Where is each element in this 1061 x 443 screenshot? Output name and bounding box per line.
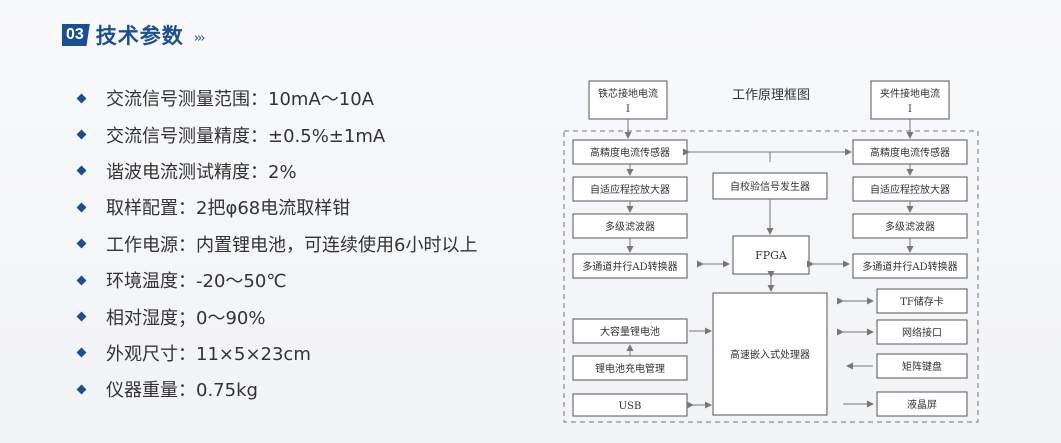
spec-list: 交流信号测量范围：10mA～10A 交流信号测量精度：±0.5%±1mA 谐波电… bbox=[74, 80, 477, 408]
spec-item: 交流信号测量范围：10mA～10A bbox=[74, 80, 477, 116]
svg-text:高速嵌入式处理器: 高速嵌入式处理器 bbox=[730, 348, 810, 361]
diagram-title: 工作原理框图 bbox=[732, 88, 810, 103]
left-sensor-box: 高精度电流传感器 bbox=[572, 139, 688, 165]
keypad-box: 矩阵键盘 bbox=[876, 353, 968, 379]
self-test-generator-box: 自校验信号发生器 bbox=[712, 172, 828, 200]
lcd-box: 液晶屏 bbox=[876, 391, 968, 417]
diamond-bullet-icon bbox=[76, 93, 87, 104]
svg-text:大容量锂电池: 大容量锂电池 bbox=[600, 325, 660, 338]
diamond-bullet-icon bbox=[76, 275, 87, 286]
svg-text:夹件接地电流: 夹件接地电流 bbox=[880, 87, 940, 100]
right-filter-box: 多级滤波器 bbox=[852, 213, 968, 239]
block-diagram: 工作原理框图 铁芯接地电流 I 夹件接地电流 I 高精度电流传感器 自适应程控放… bbox=[556, 78, 986, 432]
system-boundary bbox=[563, 130, 979, 423]
svg-text:FPGA: FPGA bbox=[755, 249, 788, 262]
svg-text:高精度电流传感器: 高精度电流传感器 bbox=[870, 146, 950, 159]
diamond-bullet-icon bbox=[76, 311, 87, 322]
svg-text:多级滤波器: 多级滤波器 bbox=[605, 220, 655, 233]
svg-text:TF储存卡: TF储存卡 bbox=[900, 295, 944, 308]
chevrons-icon: ››› bbox=[193, 30, 206, 46]
svg-text:多级滤波器: 多级滤波器 bbox=[885, 220, 935, 233]
svg-text:高精度电流传感器: 高精度电流传感器 bbox=[590, 146, 670, 159]
svg-text:自适应程控放大器: 自适应程控放大器 bbox=[590, 183, 670, 196]
spec-item: 仪器重量：0.75kg bbox=[74, 371, 477, 407]
charge-management-box: 锂电池充电管理 bbox=[572, 355, 688, 381]
svg-text:USB: USB bbox=[619, 401, 642, 412]
fpga-box: FPGA bbox=[732, 235, 810, 275]
spec-item: 环境温度：-20～50℃ bbox=[74, 262, 477, 298]
right-sensor-box: 高精度电流传感器 bbox=[852, 139, 968, 165]
section-header: 03 技术参数 ››› bbox=[62, 20, 206, 50]
diamond-bullet-icon bbox=[76, 166, 87, 176]
svg-text:多通道并行AD转换器: 多通道并行AD转换器 bbox=[582, 260, 677, 273]
svg-text:I: I bbox=[626, 104, 630, 115]
section-number-badge: 03 bbox=[62, 24, 90, 46]
svg-text:网络接口: 网络接口 bbox=[902, 326, 942, 339]
right-amplifier-box: 自适应程控放大器 bbox=[852, 176, 968, 202]
block-diagram-svg: 工作原理框图 铁芯接地电流 I 夹件接地电流 I 高精度电流传感器 自适应程控放… bbox=[563, 80, 979, 423]
left-amplifier-box: 自适应程控放大器 bbox=[572, 176, 688, 202]
spec-text: 仪器重量：0.75kg bbox=[106, 380, 258, 402]
spec-item: 外观尺寸：11×5×23cm bbox=[74, 335, 477, 371]
clamp-ground-current-box: 夹件接地电流 I bbox=[870, 80, 950, 120]
spec-item: 工作电源：内置锂电池，可连续使用6小时以上 bbox=[74, 226, 477, 262]
diamond-bullet-icon bbox=[76, 347, 87, 358]
spec-text: 外观尺寸：11×5×23cm bbox=[106, 343, 311, 365]
spec-item: 交流信号测量精度：±0.5%±1mA bbox=[74, 116, 477, 152]
svg-text:自校验信号发生器: 自校验信号发生器 bbox=[730, 180, 810, 193]
spec-text: 取样配置：2把φ68电流取样钳 bbox=[106, 198, 351, 220]
diamond-bullet-icon bbox=[76, 129, 87, 140]
left-adc-box: 多通道并行AD转换器 bbox=[572, 253, 688, 279]
section-title: 技术参数 bbox=[95, 24, 184, 48]
spec-text: 谐波电流测试精度：2% bbox=[106, 161, 297, 183]
spec-text: 交流信号测量精度：±0.5%±1mA bbox=[106, 125, 386, 147]
svg-text:自适应程控放大器: 自适应程控放大器 bbox=[870, 183, 950, 196]
svg-text:矩阵键盘: 矩阵键盘 bbox=[902, 360, 942, 373]
usb-box: USB bbox=[572, 393, 688, 417]
battery-box: 大容量锂电池 bbox=[572, 318, 688, 344]
left-filter-box: 多级滤波器 bbox=[572, 213, 688, 239]
tf-card-box: TF储存卡 bbox=[876, 288, 968, 314]
svg-text:铁芯接地电流: 铁芯接地电流 bbox=[598, 87, 658, 100]
spec-text: 相对湿度；0～90% bbox=[106, 307, 266, 329]
svg-text:锂电池充电管理: 锂电池充电管理 bbox=[595, 362, 665, 375]
spec-item: 取样配置：2把φ68电流取样钳 bbox=[74, 189, 477, 225]
spec-text: 交流信号测量范围：10mA～10A bbox=[106, 89, 374, 111]
diamond-bullet-icon bbox=[76, 384, 87, 395]
diamond-bullet-icon bbox=[76, 202, 87, 213]
embedded-processor-box: 高速嵌入式处理器 bbox=[712, 292, 828, 416]
network-interface-box: 网络接口 bbox=[876, 319, 968, 345]
spec-item: 相对湿度；0～90% bbox=[74, 298, 477, 334]
spec-text: 工作电源：内置锂电池，可连续使用6小时以上 bbox=[106, 234, 478, 256]
core-ground-current-box: 铁芯接地电流 I bbox=[588, 80, 668, 120]
svg-text:液晶屏: 液晶屏 bbox=[907, 398, 937, 411]
right-adc-box: 多通道并行AD转换器 bbox=[852, 253, 968, 279]
svg-text:I: I bbox=[908, 104, 912, 115]
spec-text: 环境温度：-20～50℃ bbox=[106, 271, 287, 293]
diamond-bullet-icon bbox=[76, 238, 87, 249]
spec-item: 谐波电流测试精度：2% bbox=[74, 153, 477, 189]
svg-text:多通道并行AD转换器: 多通道并行AD转换器 bbox=[862, 260, 957, 273]
diagram-connectors bbox=[624, 119, 914, 409]
